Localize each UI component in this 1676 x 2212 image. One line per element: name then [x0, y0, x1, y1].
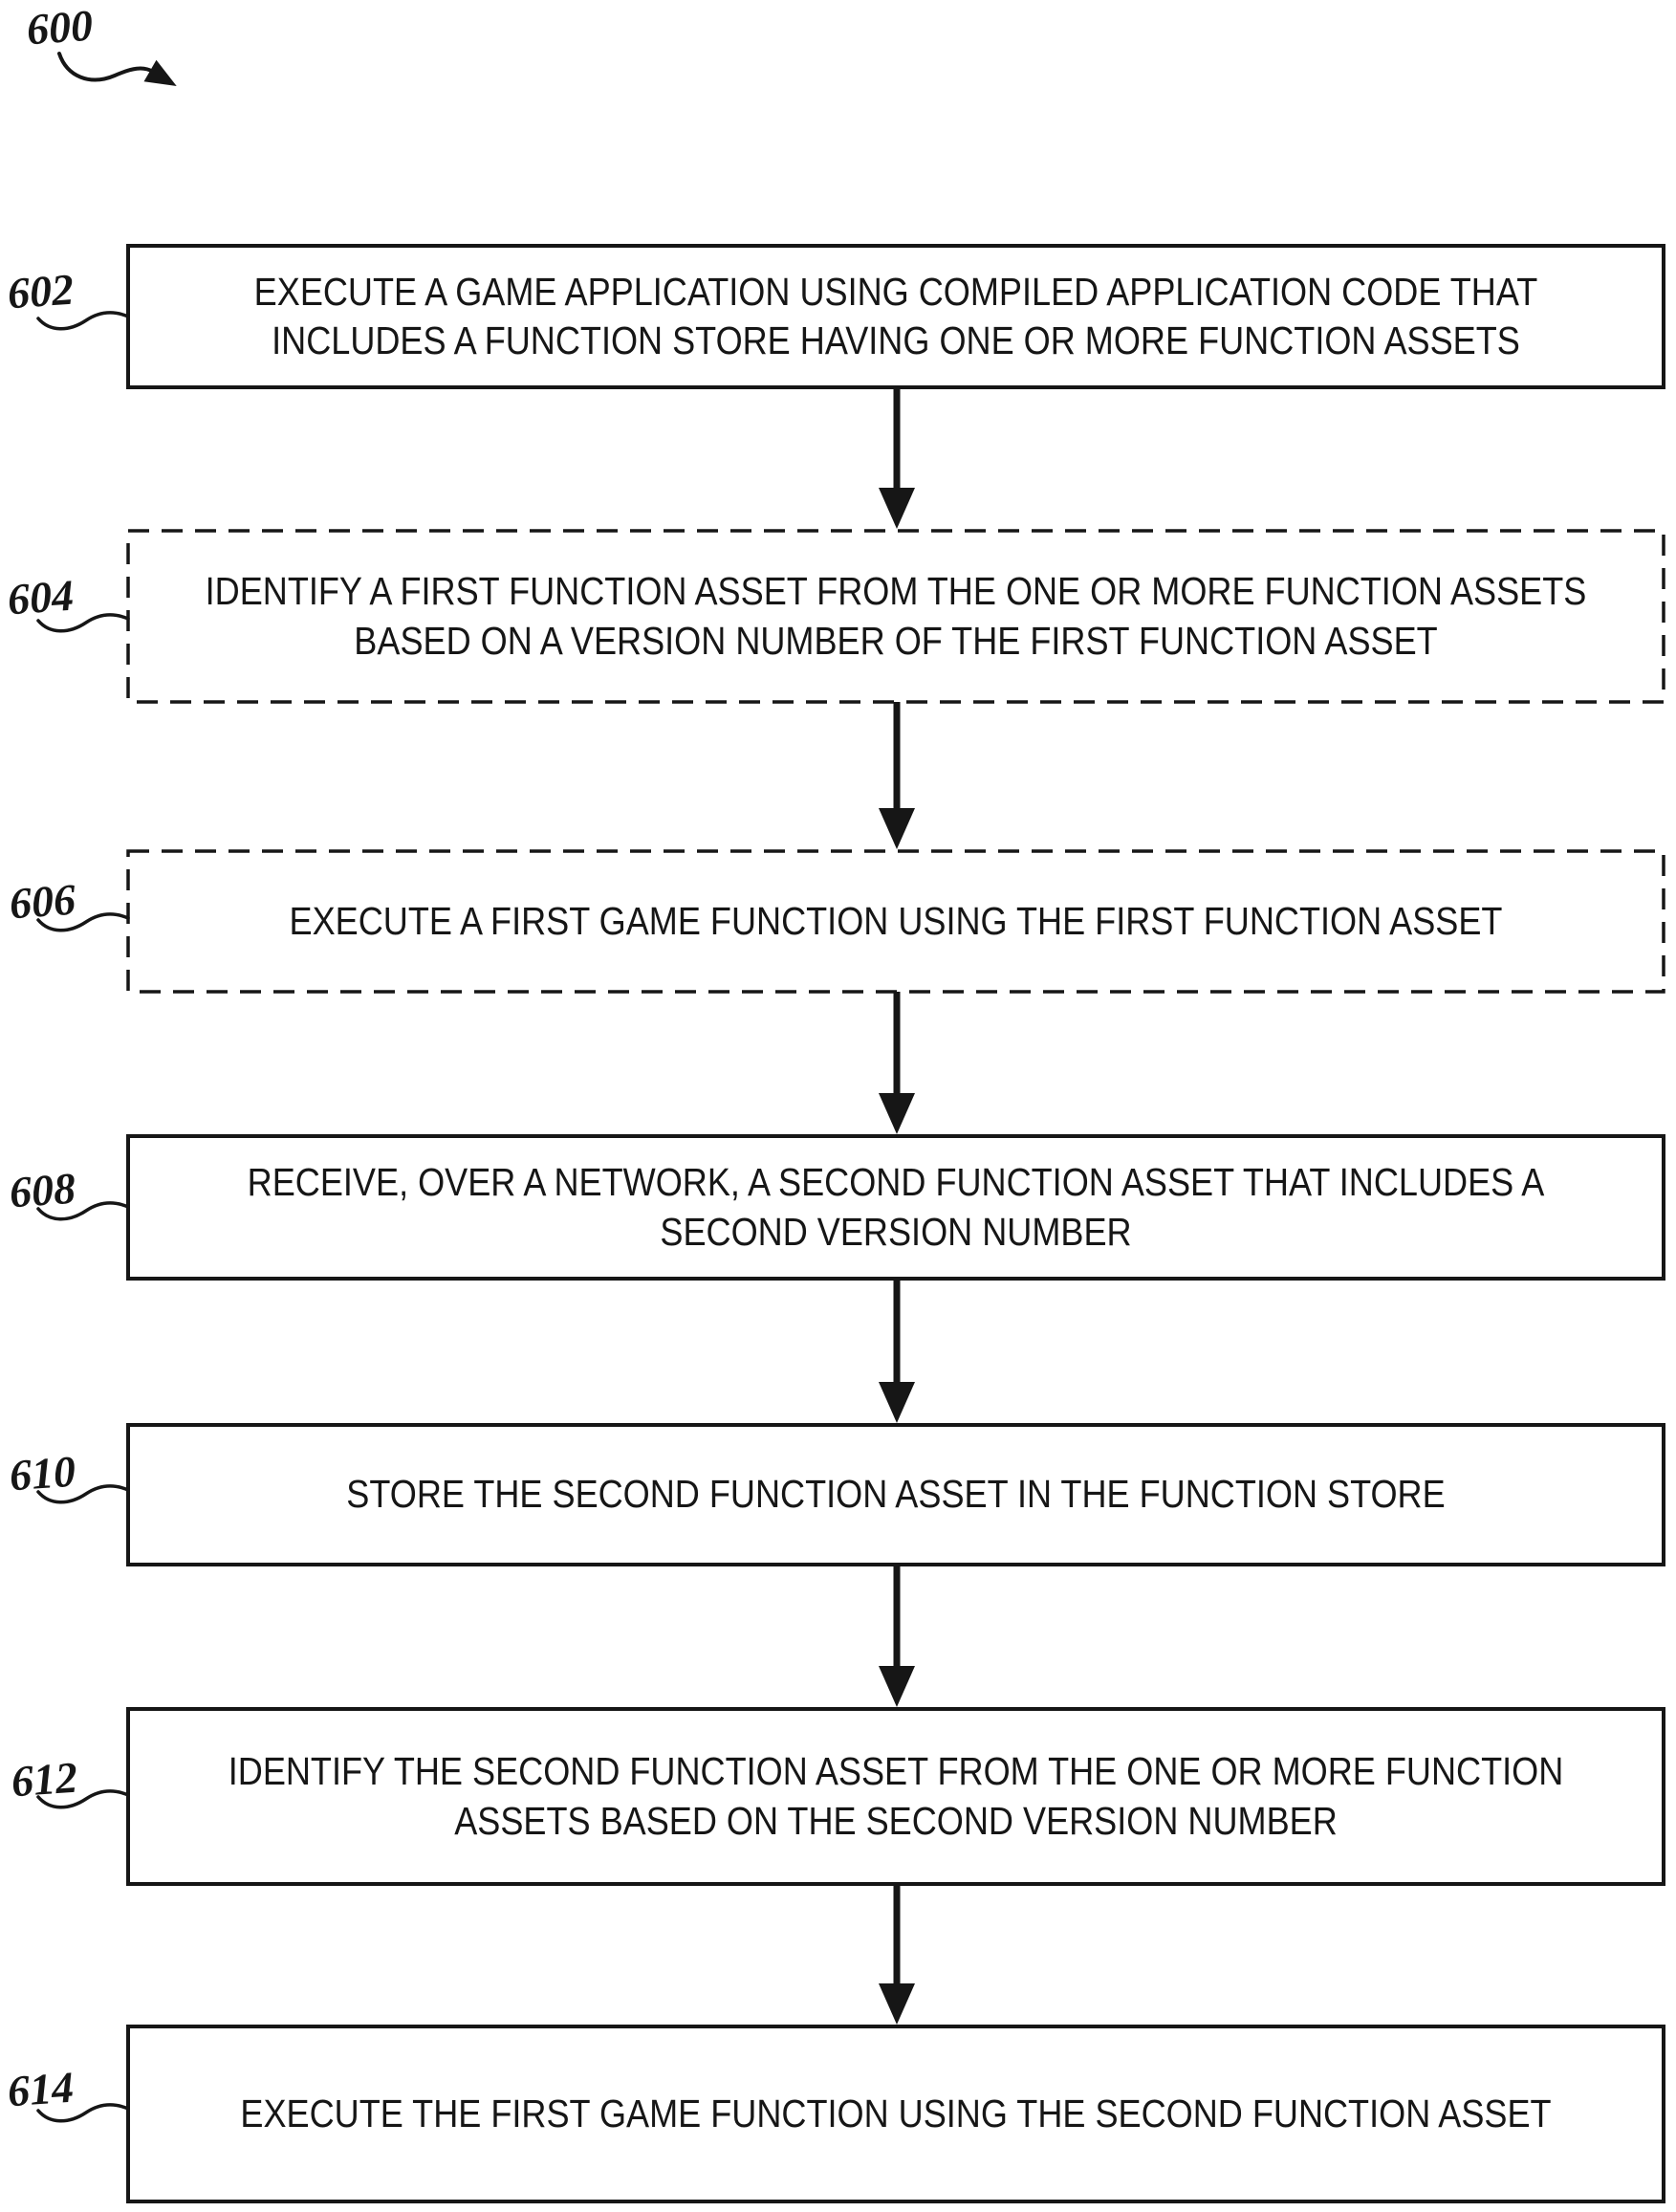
arrow-604-to-606-icon	[879, 702, 915, 849]
step-box-608: RECEIVE, OVER A NETWORK, A SECOND FUNCTI…	[128, 1136, 1664, 1279]
arrow-608-to-610-icon	[879, 1279, 915, 1423]
figure-number-label: 600	[25, 0, 95, 55]
step-box-606: EXECUTE A FIRST GAME FUNCTION USING THE …	[128, 851, 1664, 992]
step-610-text: STORE THE SECOND FUNCTION ASSET IN THE F…	[346, 1472, 1446, 1517]
step-608-text: RECEIVE, OVER A NETWORK, A SECOND FUNCTI…	[247, 1160, 1545, 1254]
step-614-text: EXECUTE THE FIRST GAME FUNCTION USING TH…	[240, 2091, 1552, 2135]
ref-label-610: 610	[8, 1446, 77, 1500]
step-612-text: IDENTIFY THE SECOND FUNCTION ASSET FROM …	[228, 1749, 1564, 1843]
arrow-612-to-614-icon	[879, 1884, 915, 2025]
step-box-602: EXECUTE A GAME APPLICATION USING COMPILE…	[128, 246, 1664, 387]
figure-label-arrow-icon	[57, 52, 177, 86]
ref-label-612: 612	[10, 1752, 79, 1807]
step-box-612: IDENTIFY THE SECOND FUNCTION ASSET FROM …	[128, 1709, 1664, 1884]
arrow-606-to-608-icon	[879, 992, 915, 1134]
step-box-604: IDENTIFY A FIRST FUNCTION ASSET FROM THE…	[128, 531, 1664, 702]
arrow-602-to-604-icon	[879, 387, 915, 529]
step-604-text: IDENTIFY A FIRST FUNCTION ASSET FROM THE…	[205, 569, 1587, 663]
ref-label-604: 604	[6, 570, 76, 624]
step-box-610: STORE THE SECOND FUNCTION ASSET IN THE F…	[128, 1425, 1664, 1565]
step-606-text: EXECUTE A FIRST GAME FUNCTION USING THE …	[289, 898, 1503, 943]
ref-label-606: 606	[8, 874, 77, 929]
ref-label-608: 608	[8, 1163, 77, 1217]
step-box-614: EXECUTE THE FIRST GAME FUNCTION USING TH…	[128, 2026, 1664, 2201]
ref-label-614: 614	[6, 2062, 76, 2116]
step-602-text: EXECUTE A GAME APPLICATION USING COMPILE…	[253, 269, 1538, 362]
ref-label-602: 602	[6, 264, 76, 318]
arrow-610-to-612-icon	[879, 1565, 915, 1707]
